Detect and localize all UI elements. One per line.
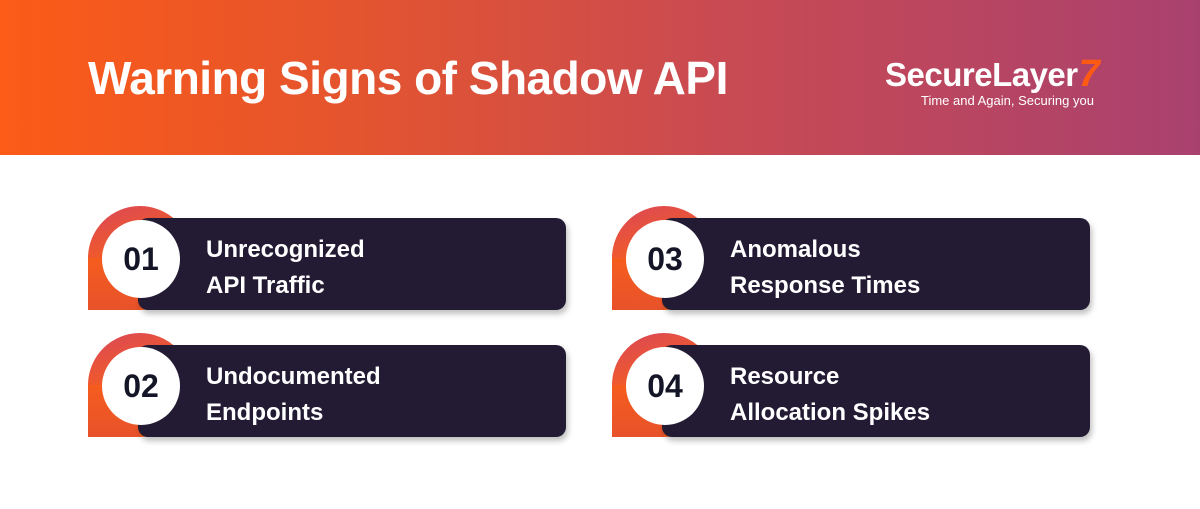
card-label-line1: Resource <box>730 363 840 390</box>
brand-logo: SecureLayer7 Time and Again, Securing yo… <box>885 53 1125 109</box>
card-label: Resource Allocation Spikes <box>730 359 930 431</box>
logo-brand-text: SecureLayer <box>885 56 1078 93</box>
card-label-line2: Allocation Spikes <box>730 399 931 426</box>
number-badge: 04 <box>626 347 704 425</box>
warning-card-02: 02 Undocumented Endpoints <box>88 333 566 437</box>
card-bar <box>662 218 1090 310</box>
card-bar <box>138 345 566 437</box>
header-banner: Warning Signs of Shadow API SecureLayer7… <box>0 0 1200 155</box>
card-label: Anomalous Response Times <box>730 232 920 304</box>
card-label: Undocumented Endpoints <box>206 359 381 431</box>
logo-tagline: Time and Again, Securing you <box>921 93 1094 108</box>
warning-card-04: 04 Resource Allocation Spikes <box>612 333 1090 437</box>
card-label-line2: Endpoints <box>206 399 324 426</box>
warning-card-01: 01 Unrecognized API Traffic <box>88 206 566 310</box>
card-label-line1: Unrecognized <box>206 236 365 263</box>
page-title: Warning Signs of Shadow API <box>88 52 728 104</box>
logo-seven-mark: 7 <box>1078 53 1100 95</box>
card-label-line2: API Traffic <box>206 272 325 299</box>
card-label: Unrecognized API Traffic <box>206 232 365 304</box>
card-bar <box>662 345 1090 437</box>
card-label-line2: Response Times <box>730 272 921 299</box>
card-bar <box>138 218 566 310</box>
number-badge: 03 <box>626 220 704 298</box>
card-label-line1: Anomalous <box>730 236 861 263</box>
warning-card-03: 03 Anomalous Response Times <box>612 206 1090 310</box>
number-badge: 01 <box>102 220 180 298</box>
number-badge: 02 <box>102 347 180 425</box>
logo-wordmark: SecureLayer7 <box>885 53 1125 95</box>
card-label-line1: Undocumented <box>206 363 381 390</box>
